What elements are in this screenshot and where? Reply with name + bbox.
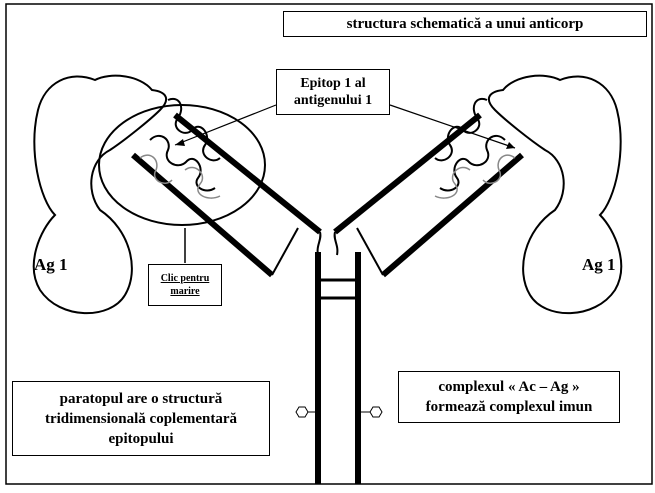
heavy-chain-right-arm [335, 115, 480, 232]
epitope-label-line-2: antigenului 1 [294, 92, 372, 109]
glycan-right [358, 407, 382, 417]
zoom-link-line-2[interactable]: marire [170, 285, 199, 298]
paratope-note: paratopul are o structură tridimensional… [12, 381, 270, 456]
hinge-left [318, 232, 321, 255]
antigen-left-label: Ag 1 [34, 255, 68, 275]
paratope-note-line-2: tridimensională coplementară [45, 409, 237, 429]
heavy-chain-left-arm [175, 115, 320, 232]
diagram-title: structura schematică a unui anticorp [283, 11, 647, 37]
epitope-label: Epitop 1 al antigenului 1 [276, 69, 390, 115]
immune-complex-note: complexul « Ac – Ag » formează complexul… [398, 371, 620, 423]
antigen-right-shape [489, 76, 621, 313]
epitope-arrowhead-left [175, 139, 185, 146]
paratope-note-line-1: paratopul are o structură [60, 389, 223, 409]
paratope-left [140, 99, 220, 198]
immune-complex-note-line-1: complexul « Ac – Ag » [438, 377, 579, 397]
zoom-link-line-1[interactable]: Clic pentru [161, 272, 210, 285]
paratope-right [435, 99, 515, 198]
paratope-note-line-3: epitopului [108, 429, 173, 449]
immune-complex-note-line-2: formează complexul imun [426, 397, 593, 417]
zoom-link[interactable]: Clic pentru marire [148, 264, 222, 306]
diagram-title-text: structura schematică a unui anticorp [347, 16, 584, 33]
antigen-right-label: Ag 1 [582, 255, 616, 275]
hinge-right [335, 232, 338, 255]
epitope-label-line-1: Epitop 1 al [300, 75, 365, 92]
glycan-left [296, 407, 318, 417]
disulfide-left [272, 228, 298, 275]
